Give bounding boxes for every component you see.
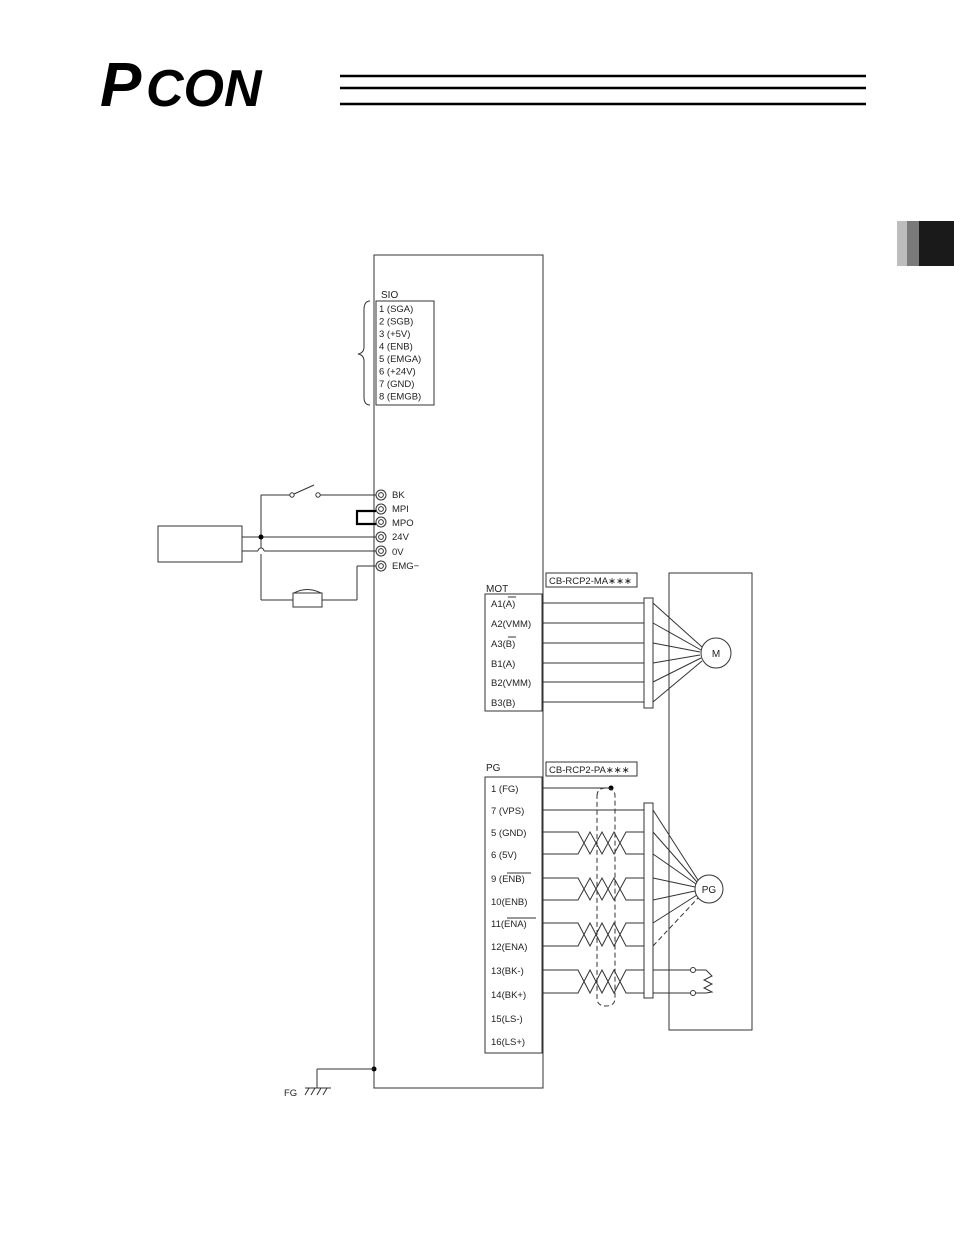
chapter-tab: [897, 221, 954, 266]
pg-pin: 12(ENA): [491, 942, 527, 953]
pg-pin: 13(BK-): [491, 966, 524, 977]
logo-p: P: [100, 51, 142, 120]
pg-pin: 14(BK+): [491, 990, 526, 1001]
terminal-label-bk: BK: [392, 490, 405, 501]
power-supply-box: [158, 526, 242, 562]
sio-pin: 2 (SGB): [379, 317, 413, 328]
pg-connector: [485, 777, 542, 1053]
mot-pin: B1(A): [491, 659, 515, 670]
pg-pin: 10(ENB): [491, 897, 527, 908]
mot-title: MOT: [486, 584, 508, 595]
sio-pin: 8 (EMGB): [379, 392, 421, 403]
mpi-mpo-jumper: [357, 511, 376, 524]
pg-pin: 11(ENA): [491, 919, 527, 930]
mot-wires: [542, 603, 644, 702]
mot-connector: [485, 594, 542, 711]
mot-pin: A2(VMM): [491, 619, 531, 630]
mot-cable-label: CB-RCP2-MA∗∗∗: [549, 576, 632, 587]
sio-pin: 6 (+24V): [379, 367, 416, 378]
mot-pin: A1(A): [491, 599, 515, 610]
sio-pin: 3 (+5V): [379, 329, 410, 340]
logo-con: CON: [146, 60, 263, 118]
power-wiring: [242, 485, 376, 607]
pg-title: PG: [486, 763, 501, 774]
mot-pin: B2(VMM): [491, 678, 531, 689]
sio-pin: 7 (GND): [379, 379, 414, 390]
ground-label: FG: [284, 1088, 297, 1099]
sio-brace: [358, 301, 370, 405]
sio-pin: 4 (ENB): [379, 342, 413, 353]
pg-pin: 16(LS+): [491, 1037, 525, 1048]
pg-pin: 6 (5V): [491, 850, 517, 861]
sio-pin: 5 (EMGA): [379, 354, 421, 365]
pg-pin: 15(LS-): [491, 1014, 523, 1025]
pg-cable-label: CB-RCP2-PA∗∗∗: [549, 765, 630, 776]
pg-cable-connector: [644, 803, 653, 998]
terminal-label-mpi: MPI: [392, 504, 409, 515]
terminal-label-mpo: MPO: [392, 518, 414, 529]
pg-pin: 5 (GND): [491, 828, 526, 839]
mot-pin: B3(B): [491, 698, 515, 709]
frame-ground: [305, 1067, 377, 1096]
encoder-label: PG: [702, 885, 717, 896]
terminal-label-24v: 24V: [392, 532, 410, 543]
pg-pin: 7 (VPS): [491, 806, 524, 817]
pcon-logo: P CON: [100, 51, 263, 120]
pg-pin: 1 (FG): [491, 784, 518, 795]
motor-label: M: [712, 649, 720, 660]
pg-wires: [542, 786, 644, 994]
terminal-label-0v: 0V: [392, 547, 404, 558]
mot-pin: A3(B): [491, 639, 515, 650]
pg-pin: 9 (ENB): [491, 874, 525, 885]
header-rule: [340, 76, 866, 104]
mot-cable-connector: [644, 598, 653, 708]
sio-pin: 1 (SGA): [379, 304, 413, 315]
sio-title: SIO: [381, 290, 398, 301]
terminal-label-emg: EMG−: [392, 561, 420, 572]
